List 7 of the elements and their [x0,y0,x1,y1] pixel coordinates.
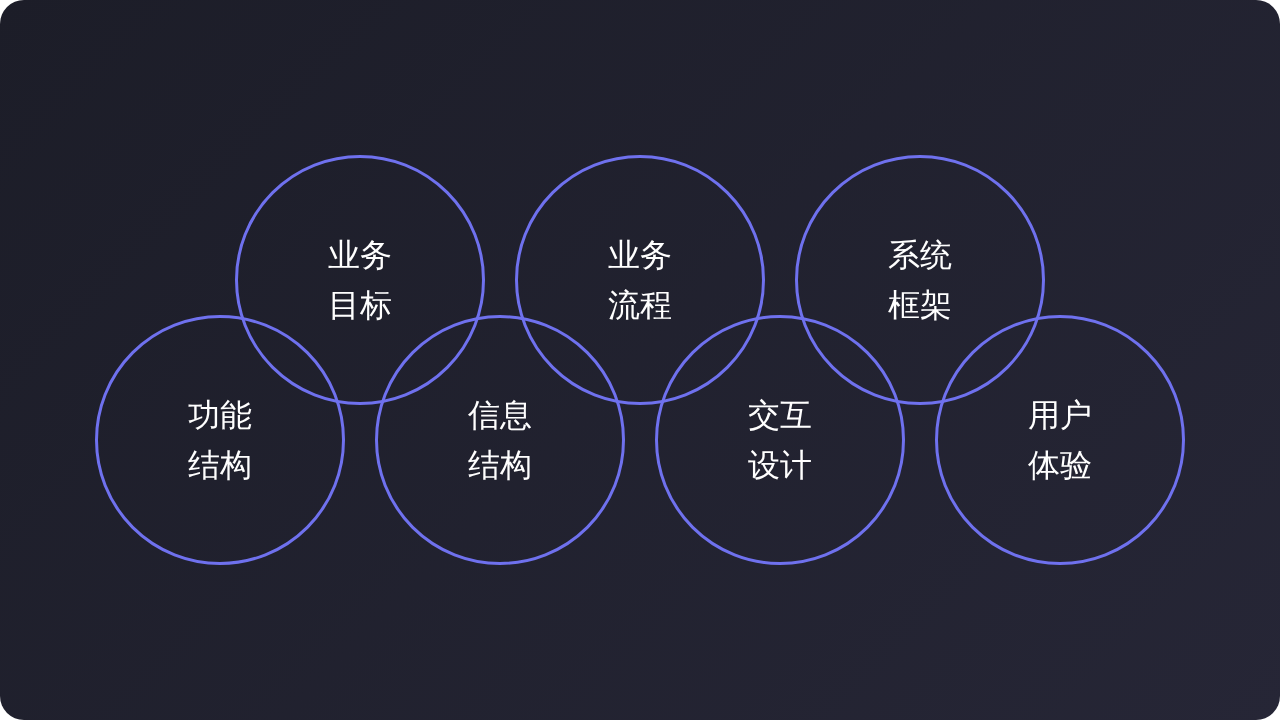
circle-label: 业务目标 [327,235,393,326]
circle-label: 功能结构 [187,395,253,486]
circle-label: 用户体验 [1027,395,1093,486]
circle-label: 业务流程 [607,235,673,326]
circle-label: 交互设计 [747,395,813,486]
circle-label: 系统框架 [887,235,953,326]
circle-label: 信息结构 [467,395,533,486]
